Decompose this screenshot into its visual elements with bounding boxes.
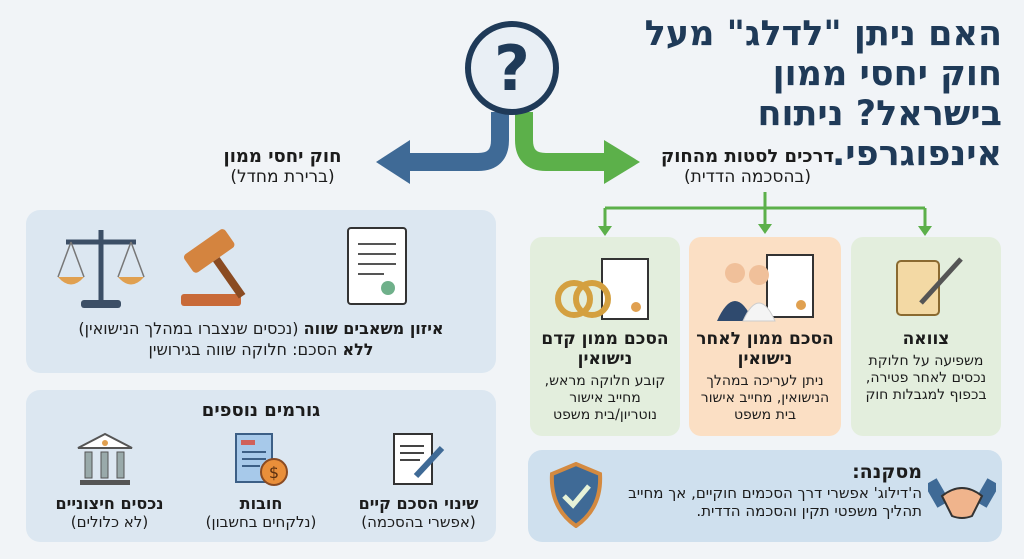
factor-note: (אפשרי בהסכמה) <box>361 513 476 531</box>
additional-factors-panel: גורמים נוספים $ נכסים חיצוניים(לא כלולים… <box>26 390 496 542</box>
card-will: צוואה משפיעה על חלוקת נכסים לאחר פטירה, … <box>851 237 1001 436</box>
conclusion-text-block: מסקנה: ה'דילוג' אפשרי דרך הסכמים חוקיים,… <box>592 460 922 520</box>
card-postnup: הסכם ממון לאחר נישואין ניתן לעריכה במהלך… <box>689 237 841 436</box>
default-law-subtitle: (ברירת מחדל) <box>230 167 335 187</box>
without-agreement-note: הסכם: חלוקה שווה בגירושין <box>148 340 343 359</box>
question-circle <box>465 21 559 115</box>
factor-note: (לא כלולים) <box>70 513 149 531</box>
factor-title: שינוי הסכם קיים <box>358 494 479 513</box>
shield-check-icon <box>549 462 603 528</box>
without-label: ללא <box>342 340 374 359</box>
debt-document-icon: $ <box>235 433 288 486</box>
factor-modify-agreement: שינוי הסכם קיים(אפשרי בהסכמה) <box>341 494 496 532</box>
branch-lines <box>603 192 927 228</box>
card-title: הסכם ממון קדם נישואין <box>541 329 669 369</box>
factor-title: נכסים חיצוניים <box>55 494 164 513</box>
scroll-quill-icon <box>896 257 963 316</box>
conclusion-panel: מסקנה: ה'דילוג' אפשרי דרך הסכמים חוקיים,… <box>528 450 1002 542</box>
bank-icon <box>77 432 133 485</box>
deviation-subtitle: (בהסכמה הדדית) <box>684 167 811 187</box>
card-title: הסכם ממון לאחר נישואין <box>696 329 834 369</box>
gavel-icon <box>181 229 246 306</box>
contract-edit-icon <box>393 433 445 485</box>
green-arrow <box>515 112 612 171</box>
blue-arrow-head <box>376 140 410 184</box>
factor-note: (נלקחים בחשבון) <box>205 513 317 531</box>
factors-title: גורמים נוספים <box>201 400 321 421</box>
green-arrow-head <box>604 140 640 184</box>
card-text: משפיעה על חלוקת נכסים לאחר פטירה, בכפוף … <box>865 353 987 403</box>
equal-balance-label: איזון משאבים שווה <box>303 319 444 338</box>
couple-certificate-icon <box>717 254 814 322</box>
blue-arrow <box>400 112 509 171</box>
card-text: ניתן לעריכה במהלך הנישואין, מחייב אישור … <box>700 373 830 423</box>
rings-certificate-icon <box>555 258 649 320</box>
card-title: צוואה <box>902 329 950 349</box>
default-law-header: חוק יחסי ממון (ברירת מחדל) <box>195 146 370 188</box>
question-mark-icon: ? <box>494 32 530 105</box>
card-prenup: הסכם ממון קדם נישואין קובע חלוקה מראש, מ… <box>530 237 680 436</box>
document-icon <box>347 227 407 305</box>
factor-debts: חובות(נלקחים בחשבון) <box>186 494 336 532</box>
svg-text:$: $ <box>269 463 279 482</box>
page-title: האם ניתן "לדלג" מעל חוק יחסי ממון בישראל… <box>644 14 1002 174</box>
equal-balance-note: (נכסים שנצברו במהלך הנישואין) <box>78 319 304 338</box>
deviation-title: דרכים לסטות מהחוק <box>661 146 834 167</box>
default-law-title: חוק יחסי ממון <box>223 146 342 167</box>
conclusion-title: מסקנה: <box>852 461 922 483</box>
deviation-header: דרכים לסטות מהחוק (בהסכמה הדדית) <box>640 146 855 188</box>
factor-external-assets: נכסים חיצוניים(לא כלולים) <box>32 494 187 532</box>
card-text: קובע חלוקה מראש, מחייב אישור נוטריון/בית… <box>544 373 666 423</box>
scales-icon <box>57 230 145 308</box>
conclusion-text: ה'דילוג' אפשרי דרך הסכמים חוקיים, אך מחי… <box>628 484 922 520</box>
factor-title: חובות <box>239 494 283 513</box>
default-law-panel: איזון משאבים שווה (נכסים שנצברו במהלך הנ… <box>26 210 496 373</box>
default-law-text: איזון משאבים שווה (נכסים שנצברו במהלך הנ… <box>36 318 486 360</box>
handshake-icon <box>928 478 996 519</box>
